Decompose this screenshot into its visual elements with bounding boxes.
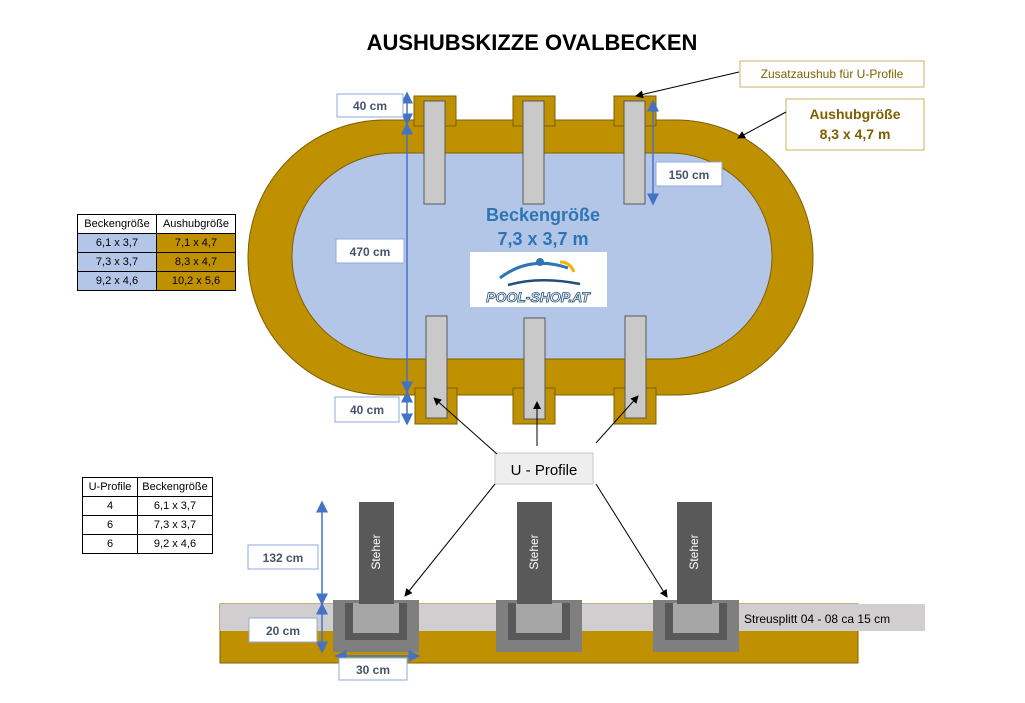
profile-table: U-Profile Beckengröße 4 6,1 x 3,7 6 7,3 … [82, 477, 213, 554]
table-cell: 6,1 x 3,7 [77, 233, 157, 253]
profile-table-header-pool: Beckengröße [137, 477, 213, 497]
table-row: 9,2 x 4,6 10,2 x 5,6 [77, 271, 236, 291]
extra-excavation-arrow [635, 71, 740, 99]
page-title: AUSHUBSKIZZE OVALBECKEN [367, 30, 698, 55]
svg-text:30 cm: 30 cm [356, 663, 390, 677]
u-profile-callout: U - Profile [494, 452, 594, 485]
u-profile-bottom-2 [523, 317, 546, 420]
svg-text:U - Profile: U - Profile [511, 462, 578, 479]
profile-table-header: U-Profile Beckengröße [82, 477, 213, 497]
u-profile-bottom-3 [624, 315, 647, 419]
callout-arrow-bottom-1 [404, 483, 496, 597]
profile-table-header-count: U-Profile [82, 477, 138, 497]
callout-arrow-bottom-2 [595, 483, 668, 598]
dim-box-30: 30 cm [338, 657, 408, 681]
gravel-label: Streusplitt 04 - 08 ca 15 cm [744, 612, 890, 626]
size-table-header-pool: Beckengröße [77, 214, 157, 234]
extra-excavation-label: Zusatzaushub für U-Profile [739, 60, 925, 88]
post-label-3: Steher [687, 534, 701, 569]
table-cell: 6 [82, 515, 138, 535]
table-row: 6,1 x 3,7 7,1 x 4,7 [77, 233, 236, 253]
table-cell: 7,3 x 3,7 [137, 515, 213, 535]
table-cell: 9,2 x 4,6 [77, 271, 157, 291]
dim-box-470: 470 cm [335, 238, 405, 264]
pool-shop-logo: POOL-SHOP.AT [470, 252, 607, 307]
dim-box-40-top: 40 cm [336, 93, 404, 118]
post-1 [359, 502, 394, 604]
table-row: 7,3 x 3,7 8,3 x 4,7 [77, 252, 236, 272]
table-cell: 8,3 x 4,7 [156, 252, 236, 272]
dim-box-20: 20 cm [248, 617, 318, 643]
size-table: Beckengröße Aushubgröße 6,1 x 3,7 7,1 x … [77, 214, 236, 291]
svg-text:150 cm: 150 cm [669, 168, 710, 182]
table-row: 6 7,3 x 3,7 [82, 515, 213, 535]
table-cell: 10,2 x 5,6 [156, 271, 236, 291]
table-cell: 7,3 x 3,7 [77, 252, 157, 272]
pool-size-value: 7,3 x 3,7 m [497, 229, 588, 249]
excavation-size-label: Aushubgröße 8,3 x 4,7 m [785, 98, 925, 151]
dim-box-150: 150 cm [655, 161, 723, 187]
u-profile-bottom-1 [425, 315, 448, 419]
callout-arrow-top-1 [433, 397, 498, 455]
post-label-2: Steher [527, 534, 541, 569]
svg-text:Aushubgröße: Aushubgröße [810, 106, 901, 122]
post-2 [517, 502, 552, 604]
post-assembly-3: Steher [653, 502, 739, 652]
svg-text:40 cm: 40 cm [353, 99, 387, 113]
post-3 [677, 502, 712, 604]
svg-text:132 cm: 132 cm [263, 551, 304, 565]
post-assembly-2: Steher [496, 502, 582, 652]
table-cell: 7,1 x 4,7 [156, 233, 236, 253]
excavation-size-arrow [737, 111, 787, 139]
u-profile-top-1 [423, 100, 446, 205]
table-row: 4 6,1 x 3,7 [82, 496, 213, 516]
u-profile-top-3 [623, 100, 646, 205]
table-cell: 9,2 x 4,6 [137, 534, 213, 554]
svg-text:20 cm: 20 cm [266, 624, 300, 638]
size-table-header: Beckengröße Aushubgröße [77, 214, 236, 234]
callout-arrow-top-3 [595, 395, 639, 444]
post-label-1: Steher [369, 534, 383, 569]
bottom-u-profiles [414, 315, 657, 425]
table-cell: 6,1 x 3,7 [137, 496, 213, 516]
logo-text: POOL-SHOP.AT [486, 289, 591, 305]
dim-box-132: 132 cm [247, 544, 319, 570]
dim-box-40-bottom: 40 cm [334, 396, 400, 423]
post-assembly-1: Steher [333, 502, 419, 652]
svg-text:Zusatzaushub für U-Profile: Zusatzaushub für U-Profile [761, 67, 904, 81]
size-table-header-dig: Aushubgröße [156, 214, 236, 234]
u-profile-top-2 [522, 100, 545, 205]
svg-text:470 cm: 470 cm [350, 245, 391, 259]
table-row: 6 9,2 x 4,6 [82, 534, 213, 554]
table-cell: 6 [82, 534, 138, 554]
pool-size-title: Beckengröße [486, 205, 600, 225]
svg-text:8,3 x 4,7 m: 8,3 x 4,7 m [820, 126, 891, 142]
svg-text:40 cm: 40 cm [350, 403, 384, 417]
table-cell: 4 [82, 496, 138, 516]
